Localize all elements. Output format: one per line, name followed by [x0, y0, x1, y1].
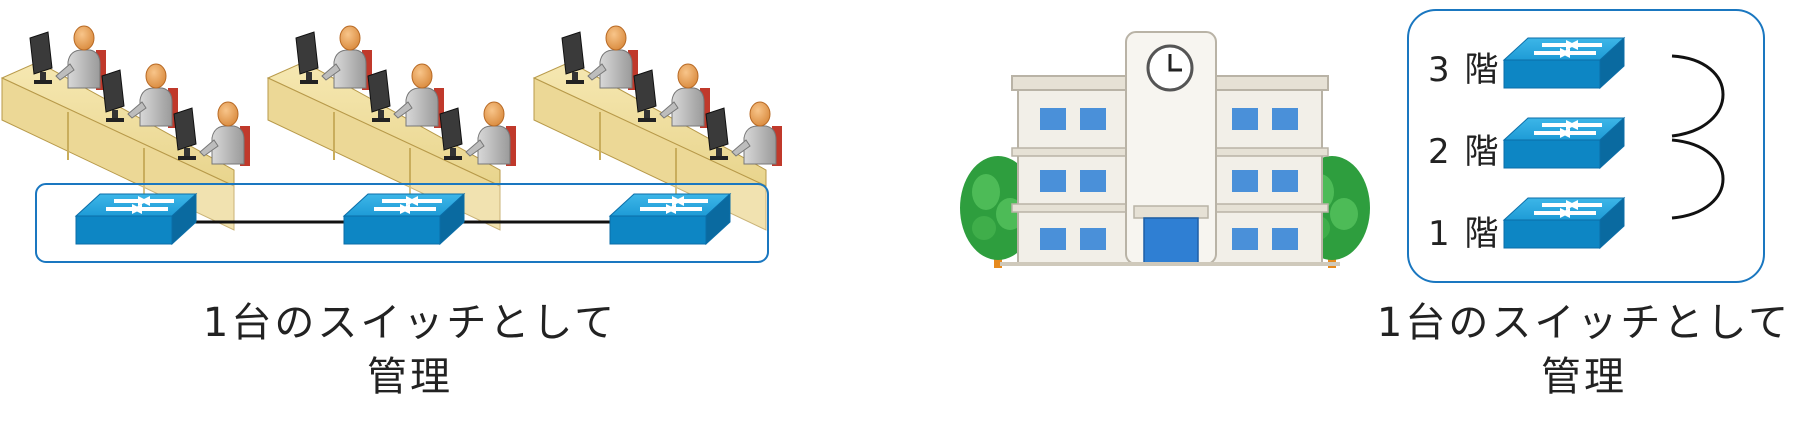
- stack-cables: [1671, 54, 1725, 220]
- switch-3: [609, 193, 731, 245]
- left-caption: 1台のスイッチとして 管理: [180, 296, 640, 404]
- floor-label-1: 1 階: [1428, 214, 1501, 254]
- switch-1: [75, 193, 197, 245]
- right-caption-line2: 管理: [1541, 354, 1627, 400]
- left-caption-line2: 管理: [367, 354, 453, 400]
- left-caption-line1: 1台のスイッチとして: [202, 300, 618, 346]
- floor-label-3: 3 階: [1428, 50, 1501, 90]
- switch-floor-1: [1503, 197, 1625, 249]
- school-building: [960, 31, 1370, 268]
- switch-2: [343, 193, 465, 245]
- right-caption-line1: 1台のスイッチとして: [1376, 300, 1792, 346]
- right-caption: 1台のスイッチとして 管理: [1354, 296, 1814, 404]
- switch-floor-2: [1503, 117, 1625, 169]
- floor-label-2: 2 階: [1428, 132, 1501, 172]
- switch-floor-3: [1503, 37, 1625, 89]
